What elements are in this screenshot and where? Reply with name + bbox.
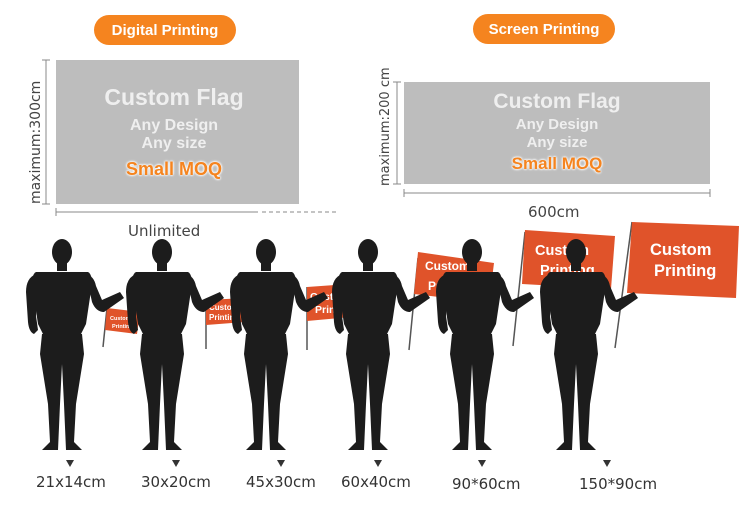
size-label-6: 150*90cm xyxy=(579,475,658,493)
digital-width-label: Unlimited xyxy=(128,222,201,240)
digital-small-moq: Small MOQ xyxy=(125,159,223,179)
screen-flag-line1: Any Design xyxy=(515,116,599,133)
pointer-arrow-2 xyxy=(172,460,180,467)
digital-flag-line1: Any Design xyxy=(129,117,218,134)
screen-dimension-lines xyxy=(393,81,711,197)
pointer-arrow-1 xyxy=(66,460,74,467)
screen-printing-badge: Screen Printing xyxy=(473,14,615,44)
pointer-arrow-5 xyxy=(478,460,486,467)
digital-printing-label: Digital Printing xyxy=(111,21,219,39)
screen-flag-title: Custom Flag xyxy=(493,90,621,113)
digital-flag-sample: Custom Flag Any Design Any size Small MO… xyxy=(56,60,299,204)
digital-printing-badge: Digital Printing xyxy=(94,15,236,45)
screen-width-label: 600cm xyxy=(528,203,580,221)
flag-150x90 xyxy=(627,222,739,298)
size-label-5: 90*60cm xyxy=(452,475,521,493)
screen-flag-sample: Custom Flag Any Design Any size Small MO… xyxy=(404,82,710,184)
svg-text:Custom: Custom xyxy=(209,303,239,312)
flag-group-6: Custom Printing xyxy=(614,221,739,349)
digital-flag-title: Custom Flag xyxy=(104,84,244,110)
svg-text:Custom: Custom xyxy=(425,259,470,273)
size-label-3: 45x30cm xyxy=(246,473,316,491)
svg-text:Custom: Custom xyxy=(110,316,131,322)
svg-text:Custom: Custom xyxy=(650,241,711,259)
digital-flag-line2: Any size xyxy=(141,135,207,152)
screen-flag-line2: Any size xyxy=(526,134,588,151)
svg-text:Printing: Printing xyxy=(209,313,239,322)
pointer-arrow-3 xyxy=(277,460,285,467)
pointer-arrow-6 xyxy=(603,460,611,467)
screen-small-moq: Small MOQ xyxy=(511,154,603,173)
size-label-4: 60x40cm xyxy=(341,473,411,491)
size-label-1: 21x14cm xyxy=(36,473,106,491)
svg-text:Printing: Printing xyxy=(112,324,133,330)
screen-printing-label: Screen Printing xyxy=(488,20,600,38)
person-figure-4 xyxy=(332,239,430,450)
digital-dimension-lines xyxy=(42,59,338,216)
svg-text:Printing: Printing xyxy=(654,262,716,280)
person-figure-2 xyxy=(126,239,224,450)
pointer-arrow-4 xyxy=(374,460,382,467)
person-figure-1 xyxy=(26,239,124,450)
size-label-2: 30x20cm xyxy=(141,473,211,491)
person-figure-3 xyxy=(230,239,328,450)
